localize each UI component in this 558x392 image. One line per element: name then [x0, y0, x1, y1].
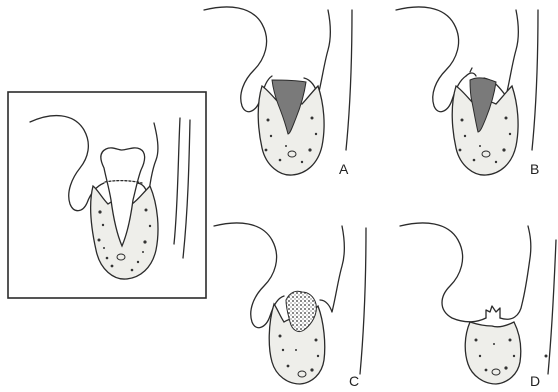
panel-label: A — [339, 161, 349, 177]
gum-outline — [400, 223, 486, 322]
epithelium-cap — [466, 68, 476, 76]
panel-label: D — [530, 373, 540, 389]
healed-gingiva-tuft — [486, 306, 500, 318]
cheek-line — [532, 10, 538, 150]
panel-a-blood-clot: A — [204, 7, 352, 177]
panel-label: B — [530, 161, 539, 177]
cheek-line — [346, 10, 352, 150]
panel-tooth-in-socket — [8, 92, 206, 298]
cheek-line — [174, 118, 180, 244]
panel-label: C — [349, 373, 359, 389]
panel-c-granulation: C — [214, 223, 366, 389]
cheek-line — [548, 240, 556, 374]
cheek-line — [360, 228, 366, 374]
panel-b-early-healing: B — [396, 7, 539, 177]
panel-d-healed: D — [400, 223, 556, 389]
speck — [545, 355, 548, 358]
